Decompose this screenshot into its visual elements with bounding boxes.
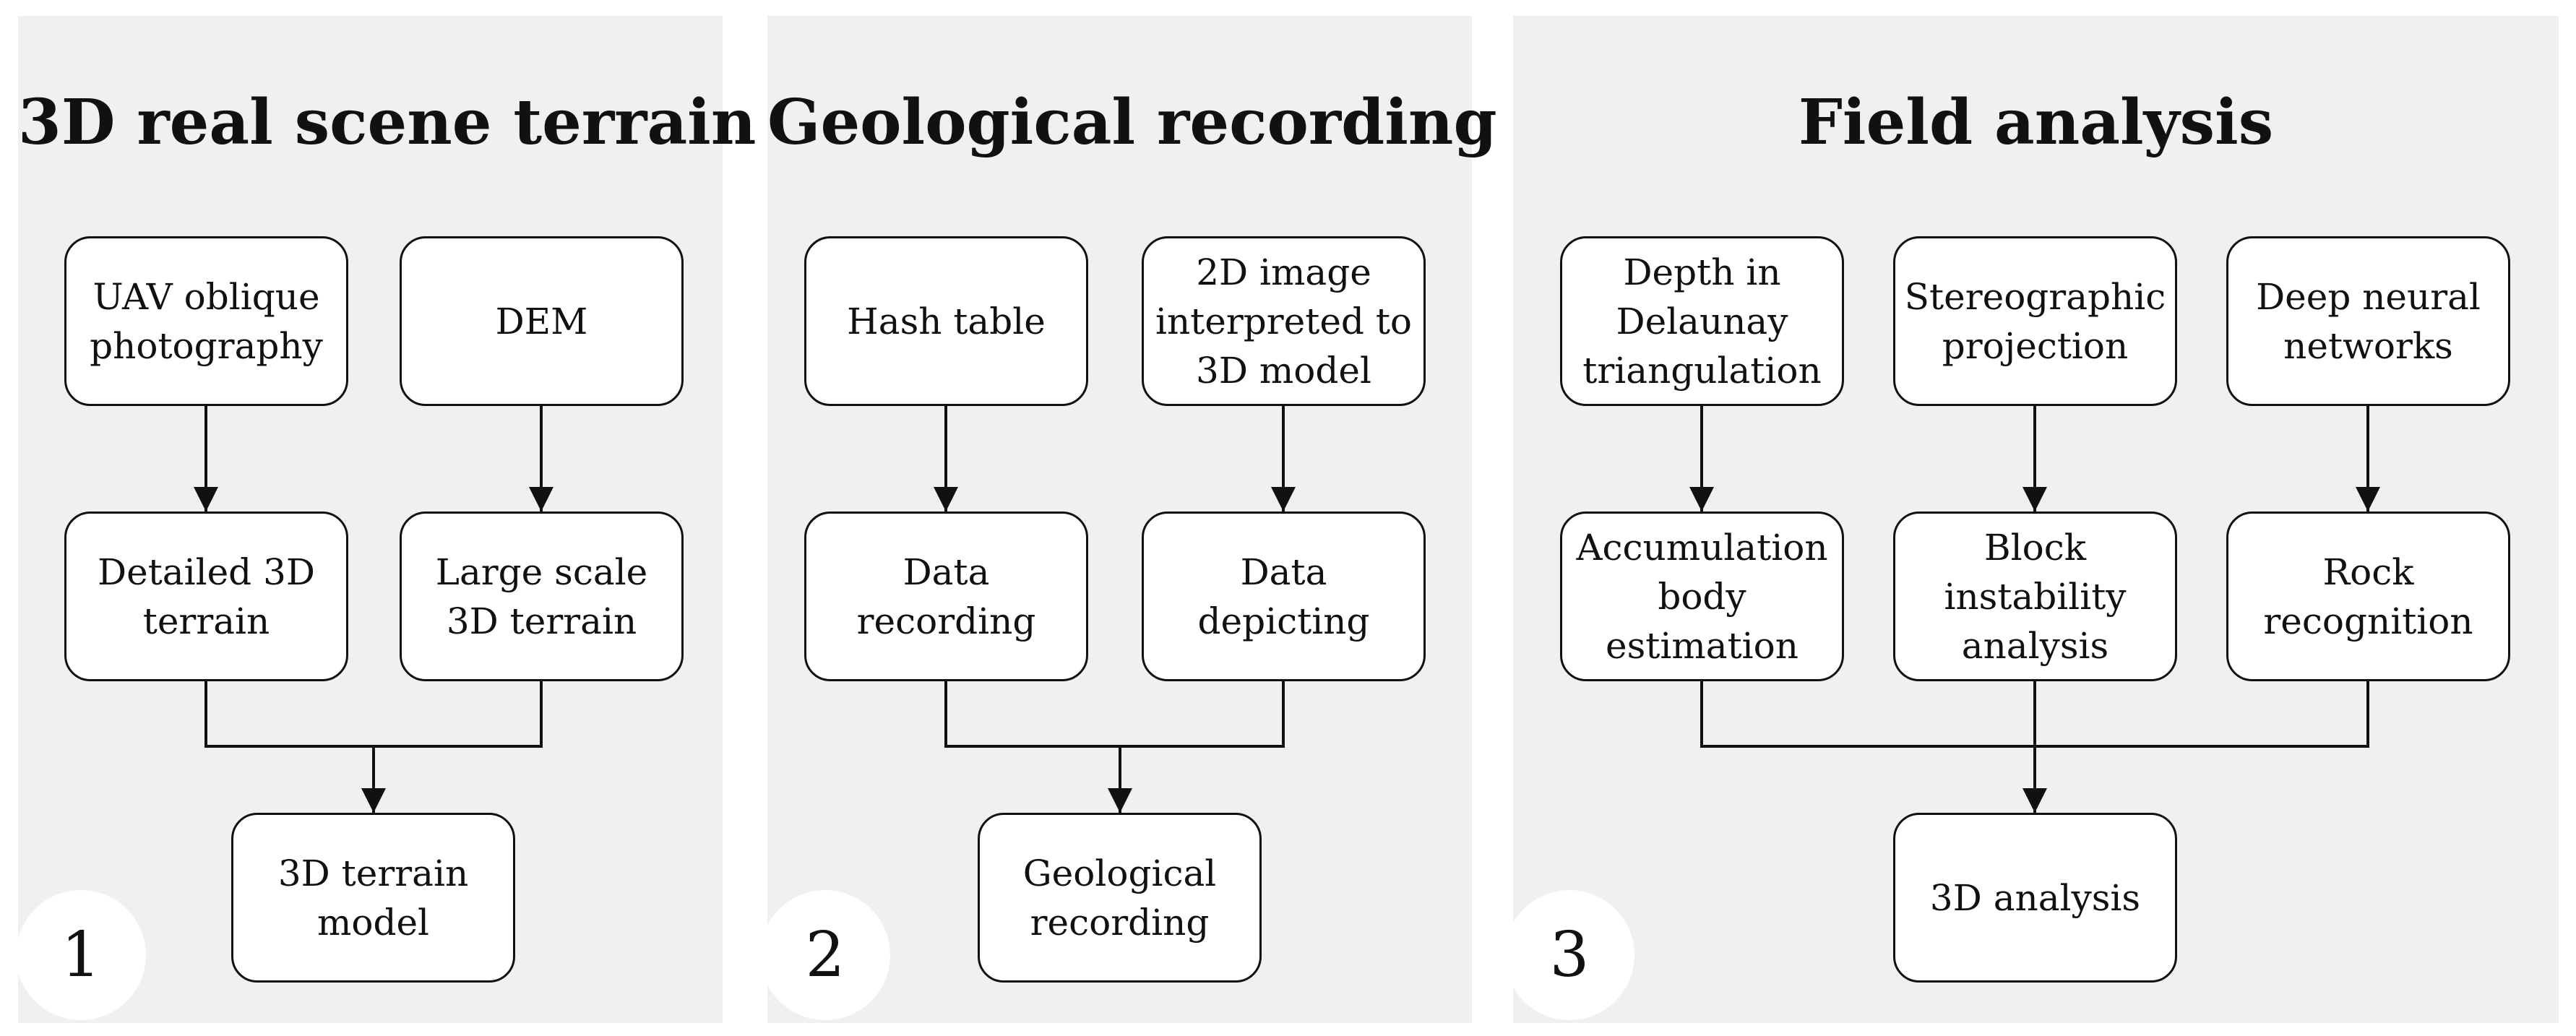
box-block-instability-analysis: Block instability analysis <box>1893 511 2177 681</box>
panel-number-2: 2 <box>760 890 890 1020</box>
box-detailed-3d-terrain: Detailed 3D terrain <box>64 511 348 681</box>
panel-number-3: 3 <box>1504 890 1634 1020</box>
box-large-scale-3d-terrain: Large scale 3D terrain <box>400 511 684 681</box>
box-stereographic-projection: Stereographic projection <box>1893 236 2177 406</box>
box-accumulation-body-estimation: Accumulation body estimation <box>1560 511 1844 681</box>
merge-line-panel-2 <box>944 679 1285 748</box>
box-data-recording: Data recording <box>804 511 1088 681</box>
panel-number-1: 1 <box>16 890 146 1020</box>
box-dem: DEM <box>400 236 684 406</box>
box-3d-analysis: 3D analysis <box>1893 813 2177 983</box>
box-rock-recognition: Rock recognition <box>2226 511 2510 681</box>
box-3d-terrain-model: 3D terrain model <box>231 813 515 983</box>
box-2d-image-interpreted: 2D image interpreted to 3D model <box>1142 236 1426 406</box>
box-deep-neural-networks: Deep neural networks <box>2226 236 2510 406</box>
box-data-depicting: Data depicting <box>1142 511 1426 681</box>
box-uav-oblique-photography: UAV oblique photography <box>64 236 348 406</box>
panel-title-field-analysis: Field analysis <box>1798 86 2274 159</box>
box-geological-recording: Geological recording <box>978 813 1262 983</box>
box-depth-in-delaunay: Depth in Delaunay triangulation <box>1560 236 1844 406</box>
box-hash-table: Hash table <box>804 236 1088 406</box>
merge-line-panel-1 <box>204 679 543 748</box>
panel-title-geological-recording: Geological recording <box>767 86 1497 159</box>
panel-title-3d-real-scene-terrain: 3D real scene terrain <box>18 86 757 159</box>
